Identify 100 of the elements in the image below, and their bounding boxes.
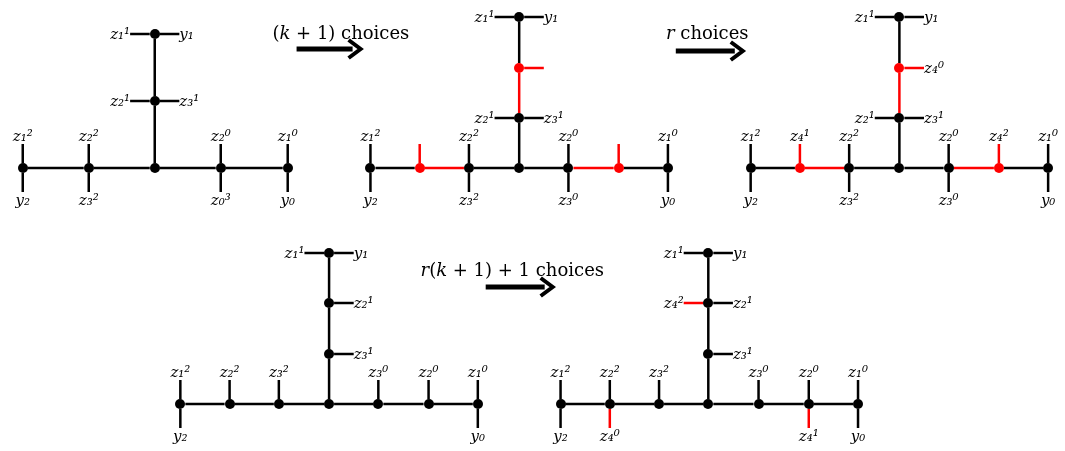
vertex-label: z₁¹: [284, 244, 305, 262]
vertex-dot: [803, 399, 814, 409]
vertex-dot: [1043, 163, 1054, 173]
vertex-dot: [703, 399, 714, 409]
tree-edge: [749, 173, 752, 192]
vertex-label: z₃¹: [353, 345, 374, 363]
vertex-dot: [175, 399, 186, 409]
tree-edge: [567, 144, 570, 163]
vertex-label: z₁¹: [854, 8, 875, 26]
vertex-dot: [149, 29, 160, 39]
vertex-label: y₂: [553, 428, 568, 445]
vertex-label: y₁: [543, 8, 559, 26]
vertex-label: z₁¹: [474, 8, 495, 26]
tree-edge: [286, 173, 289, 192]
tree-edge: [418, 144, 421, 163]
vertex-label: z₃⁰: [938, 192, 959, 209]
tree-edge: [334, 301, 354, 305]
tree-edge: [234, 402, 274, 406]
tree-edge: [898, 22, 901, 63]
vertex-label: z₁⁰: [467, 363, 488, 380]
vertex-label: z₃¹: [179, 92, 200, 110]
tree-edge: [617, 144, 620, 163]
vertex-label: y₁: [353, 244, 369, 262]
tree-edge: [608, 409, 612, 428]
tree-edge: [707, 258, 710, 298]
vertex-label: z₂¹: [732, 294, 753, 312]
vertex-label: z₁²: [360, 127, 381, 144]
vertex-label: z₀³: [210, 192, 231, 209]
vertex-label: z₂⁰: [210, 127, 231, 144]
tree-edge: [1003, 166, 1044, 170]
vertex-dot: [613, 163, 624, 173]
vertex-label: z₁²: [550, 363, 571, 380]
vertex-label: z₂¹: [110, 92, 131, 110]
tree-edge: [524, 116, 544, 120]
vertex-dot: [83, 163, 94, 173]
vertex-label: z₁²: [12, 127, 33, 144]
tree-edge: [427, 380, 430, 399]
choice-count-label: r choices: [666, 22, 749, 44]
tree-edge: [874, 116, 895, 120]
tree-edge: [21, 173, 24, 192]
tree-edge: [467, 144, 471, 163]
vertex-label: z₃¹: [543, 109, 564, 127]
vertex-label: z₂¹: [353, 294, 374, 312]
vertex-dot: [224, 399, 235, 409]
vertex-dot: [414, 163, 425, 173]
tree-edge: [664, 402, 704, 406]
vertex-dot: [853, 399, 863, 409]
tree-edge: [1046, 144, 1050, 163]
vertex-label: y₂: [363, 192, 378, 209]
vertex-label: z₁²: [740, 127, 761, 144]
vertex-dot: [324, 298, 335, 308]
tree-edge: [524, 166, 564, 170]
tree-edge: [219, 144, 222, 163]
tree-edge: [997, 144, 1001, 163]
vertex-dot: [472, 399, 483, 409]
vertex-label: y₀: [1040, 192, 1056, 209]
vertex-dot: [17, 163, 28, 173]
vertex-label: y₂: [15, 192, 30, 209]
tree-edge: [334, 251, 354, 255]
vertex-label: z₂¹: [474, 109, 495, 127]
tree-edge: [467, 173, 471, 192]
tree-edge: [517, 22, 521, 63]
vertex-dot: [463, 163, 474, 173]
vertex-dot: [324, 349, 335, 359]
tree-edge: [904, 15, 924, 19]
tree-edge: [904, 166, 944, 170]
vertex-label: z₁⁰: [657, 127, 678, 144]
vertex-label: z₄⁰: [924, 59, 944, 77]
vertex-dot: [514, 12, 525, 22]
vertex-label: z₁⁰: [277, 127, 298, 144]
vertex-dot: [844, 163, 855, 173]
tree-edge: [130, 32, 150, 36]
tree-edge: [807, 380, 811, 399]
tree-edge: [565, 402, 605, 406]
vertex-label: y₁: [179, 25, 194, 43]
vertex-dot: [654, 399, 665, 409]
tree-edge: [657, 380, 661, 399]
tree-edge: [567, 173, 570, 192]
vertex-label: z₄⁰: [599, 428, 620, 445]
tree-edge: [847, 173, 851, 192]
vertex-label: z₃²: [458, 192, 479, 209]
tree-edge: [666, 173, 670, 192]
tree-edge: [87, 144, 90, 163]
tree-edge: [327, 359, 331, 399]
tree-edge: [473, 166, 515, 170]
tree-edge: [898, 123, 901, 163]
vertex-label: z₂²: [599, 363, 620, 380]
tree-edge: [559, 409, 562, 428]
vertex-dot: [555, 399, 566, 409]
vertex-dot: [563, 163, 574, 173]
vertex-dot: [943, 163, 954, 173]
tree-edge: [153, 39, 156, 96]
tree-edge: [713, 352, 733, 356]
tree-edge: [749, 144, 752, 163]
choice-count-label: r(k + 1) + 1 choices: [420, 259, 605, 281]
tree-edge: [153, 106, 156, 163]
tree-edge: [433, 402, 473, 406]
vertex-label: y₀: [280, 192, 295, 209]
vertex-label: z₂²: [458, 127, 479, 144]
vertex-label: z₂⁰: [558, 127, 579, 144]
